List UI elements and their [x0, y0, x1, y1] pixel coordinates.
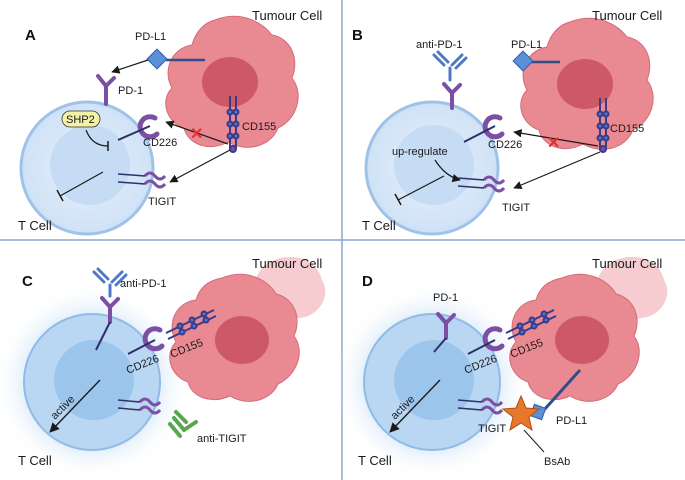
anti-pd1-label: anti-PD-1	[416, 39, 462, 51]
panel-a: A Tumour Cell T Cell PD-L1 PD-1 SHP2 CD2…	[18, 8, 322, 236]
cd155-chain	[596, 98, 610, 153]
pdl1-label: PD-L1	[511, 39, 542, 51]
blocked-x-icon: ✕	[190, 126, 203, 143]
shp2-pill	[61, 110, 101, 128]
cd155-label: CD155	[610, 123, 644, 135]
pd1-receptor	[436, 312, 456, 340]
arrow-pdl1-pd1	[111, 59, 149, 74]
t-cell-nucleus	[394, 340, 474, 420]
pdl1-label: PD-L1	[135, 31, 166, 43]
cd226-receptor	[137, 114, 160, 140]
tigit-label: TIGIT	[148, 196, 176, 208]
tumour-cell-label: Tumour Cell	[252, 8, 322, 23]
t-cell-label: T Cell	[358, 453, 392, 468]
t-cell-label: T Cell	[18, 453, 52, 468]
anti-pd1-label: anti-PD-1	[120, 278, 166, 290]
pd1-label: PD-1	[433, 292, 458, 304]
bsab-pointer	[523, 429, 545, 453]
t-cell-nucleus	[54, 340, 134, 420]
cd155-chain	[165, 309, 217, 340]
shp2-label: SHP2	[66, 114, 95, 126]
arrow-cd155-tigit	[169, 149, 231, 183]
arrow-cd155-tigit	[513, 151, 601, 189]
pdl1-diamond	[512, 50, 534, 72]
tigit-receptor	[117, 171, 167, 189]
tumour-cell-label: Tumour Cell	[252, 256, 322, 271]
tigit-label: TIGIT	[478, 423, 506, 435]
tigit-receptor	[117, 397, 162, 415]
cd226-receptor	[142, 326, 165, 352]
panel-d: D T Cell active Tumour Cell PD-1 CD155	[334, 256, 668, 480]
bsab-star-icon	[501, 394, 541, 432]
cd226-label: CD226	[488, 139, 522, 151]
panel-c: C T Cell active Tumour Cell anti-PD-1	[0, 256, 326, 480]
panel-letter: B	[352, 27, 363, 44]
t-cell-label: T Cell	[362, 218, 396, 233]
tumour-nucleus	[555, 316, 609, 364]
tumour-cell-label: Tumour Cell	[592, 8, 662, 23]
blocked-x-icon: ✕	[547, 135, 560, 152]
tumour-nucleus	[215, 316, 269, 364]
cd155-label: CD155	[242, 121, 276, 133]
pd1-receptor	[100, 296, 120, 324]
anti-pd1-antibody	[92, 267, 128, 298]
tigit-receptor	[457, 397, 504, 415]
panel-letter: C	[22, 273, 33, 290]
pdl1-stalk	[542, 368, 582, 412]
panel-b: B Tumour Cell T Cell anti-PD-1 PD-L1 up-…	[352, 8, 662, 236]
tcell-inhibition	[397, 175, 445, 201]
cd155-chain	[505, 309, 557, 340]
tumour-nucleus	[557, 59, 613, 109]
bsab-label: BsAb	[544, 456, 570, 468]
pdl1-label: PD-L1	[556, 415, 587, 427]
shp2-inhibition	[85, 129, 109, 147]
tumour-cell-label: Tumour Cell	[592, 256, 662, 271]
upregulate-label: up-regulate	[392, 146, 448, 158]
anti-tigit-antibody	[168, 410, 198, 438]
t-cell-label: T Cell	[18, 218, 52, 233]
pd1-label: PD-1	[118, 85, 143, 97]
pdl1-diamond	[146, 48, 168, 70]
panel-letter: D	[362, 273, 373, 290]
cd226-label: CD226	[143, 137, 177, 149]
t-cell-nucleus	[394, 125, 474, 205]
cd155-chain	[226, 96, 240, 153]
upregulate-arrow	[434, 159, 461, 183]
t-cell-nucleus	[50, 125, 130, 205]
anti-tigit-label: anti-TIGIT	[197, 433, 247, 445]
pd1-receptor	[442, 82, 462, 110]
blocked-arrow	[513, 129, 599, 147]
active-arrow	[49, 379, 101, 433]
blocked-arrow	[165, 120, 229, 145]
pd1-receptor	[96, 74, 116, 106]
tigit-receptor	[457, 175, 506, 193]
tigit-label: TIGIT	[502, 202, 530, 214]
active-arrow	[389, 379, 441, 433]
panel-letter: A	[25, 27, 36, 44]
anti-pd1-antibody	[432, 50, 468, 82]
cd226-receptor	[482, 114, 505, 140]
tcell-inhibition	[59, 171, 104, 197]
cd226-receptor	[482, 326, 505, 352]
tumour-nucleus	[202, 57, 258, 107]
